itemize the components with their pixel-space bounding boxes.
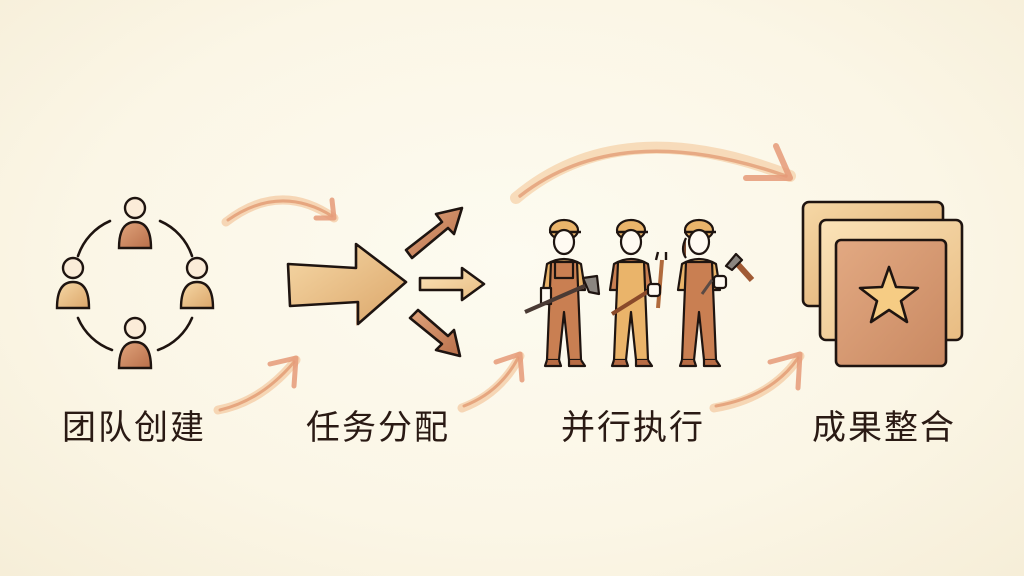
- curved-arrow-icon: [510, 141, 796, 204]
- curved-arrow-icon: [709, 351, 805, 413]
- worker-3: [676, 218, 755, 368]
- worker-1: [524, 218, 601, 368]
- step-label-team-creation: 团队创建: [62, 408, 206, 448]
- curved-arrow-icon: [213, 355, 301, 415]
- step-label-parallel-execution: 并行执行: [561, 408, 705, 448]
- team-circle-icon: [55, 196, 215, 370]
- split-arrows-icon: [286, 206, 486, 358]
- curved-arrow-icon: [221, 195, 339, 227]
- stacked-cards-star-icon: [801, 200, 964, 368]
- curved-arrow-icon: [457, 351, 525, 413]
- step-label-result-integration: 成果整合: [812, 408, 956, 448]
- worker-2: [608, 218, 668, 368]
- step-label-task-assignment: 任务分配: [306, 408, 450, 448]
- workers-icon: [524, 218, 755, 368]
